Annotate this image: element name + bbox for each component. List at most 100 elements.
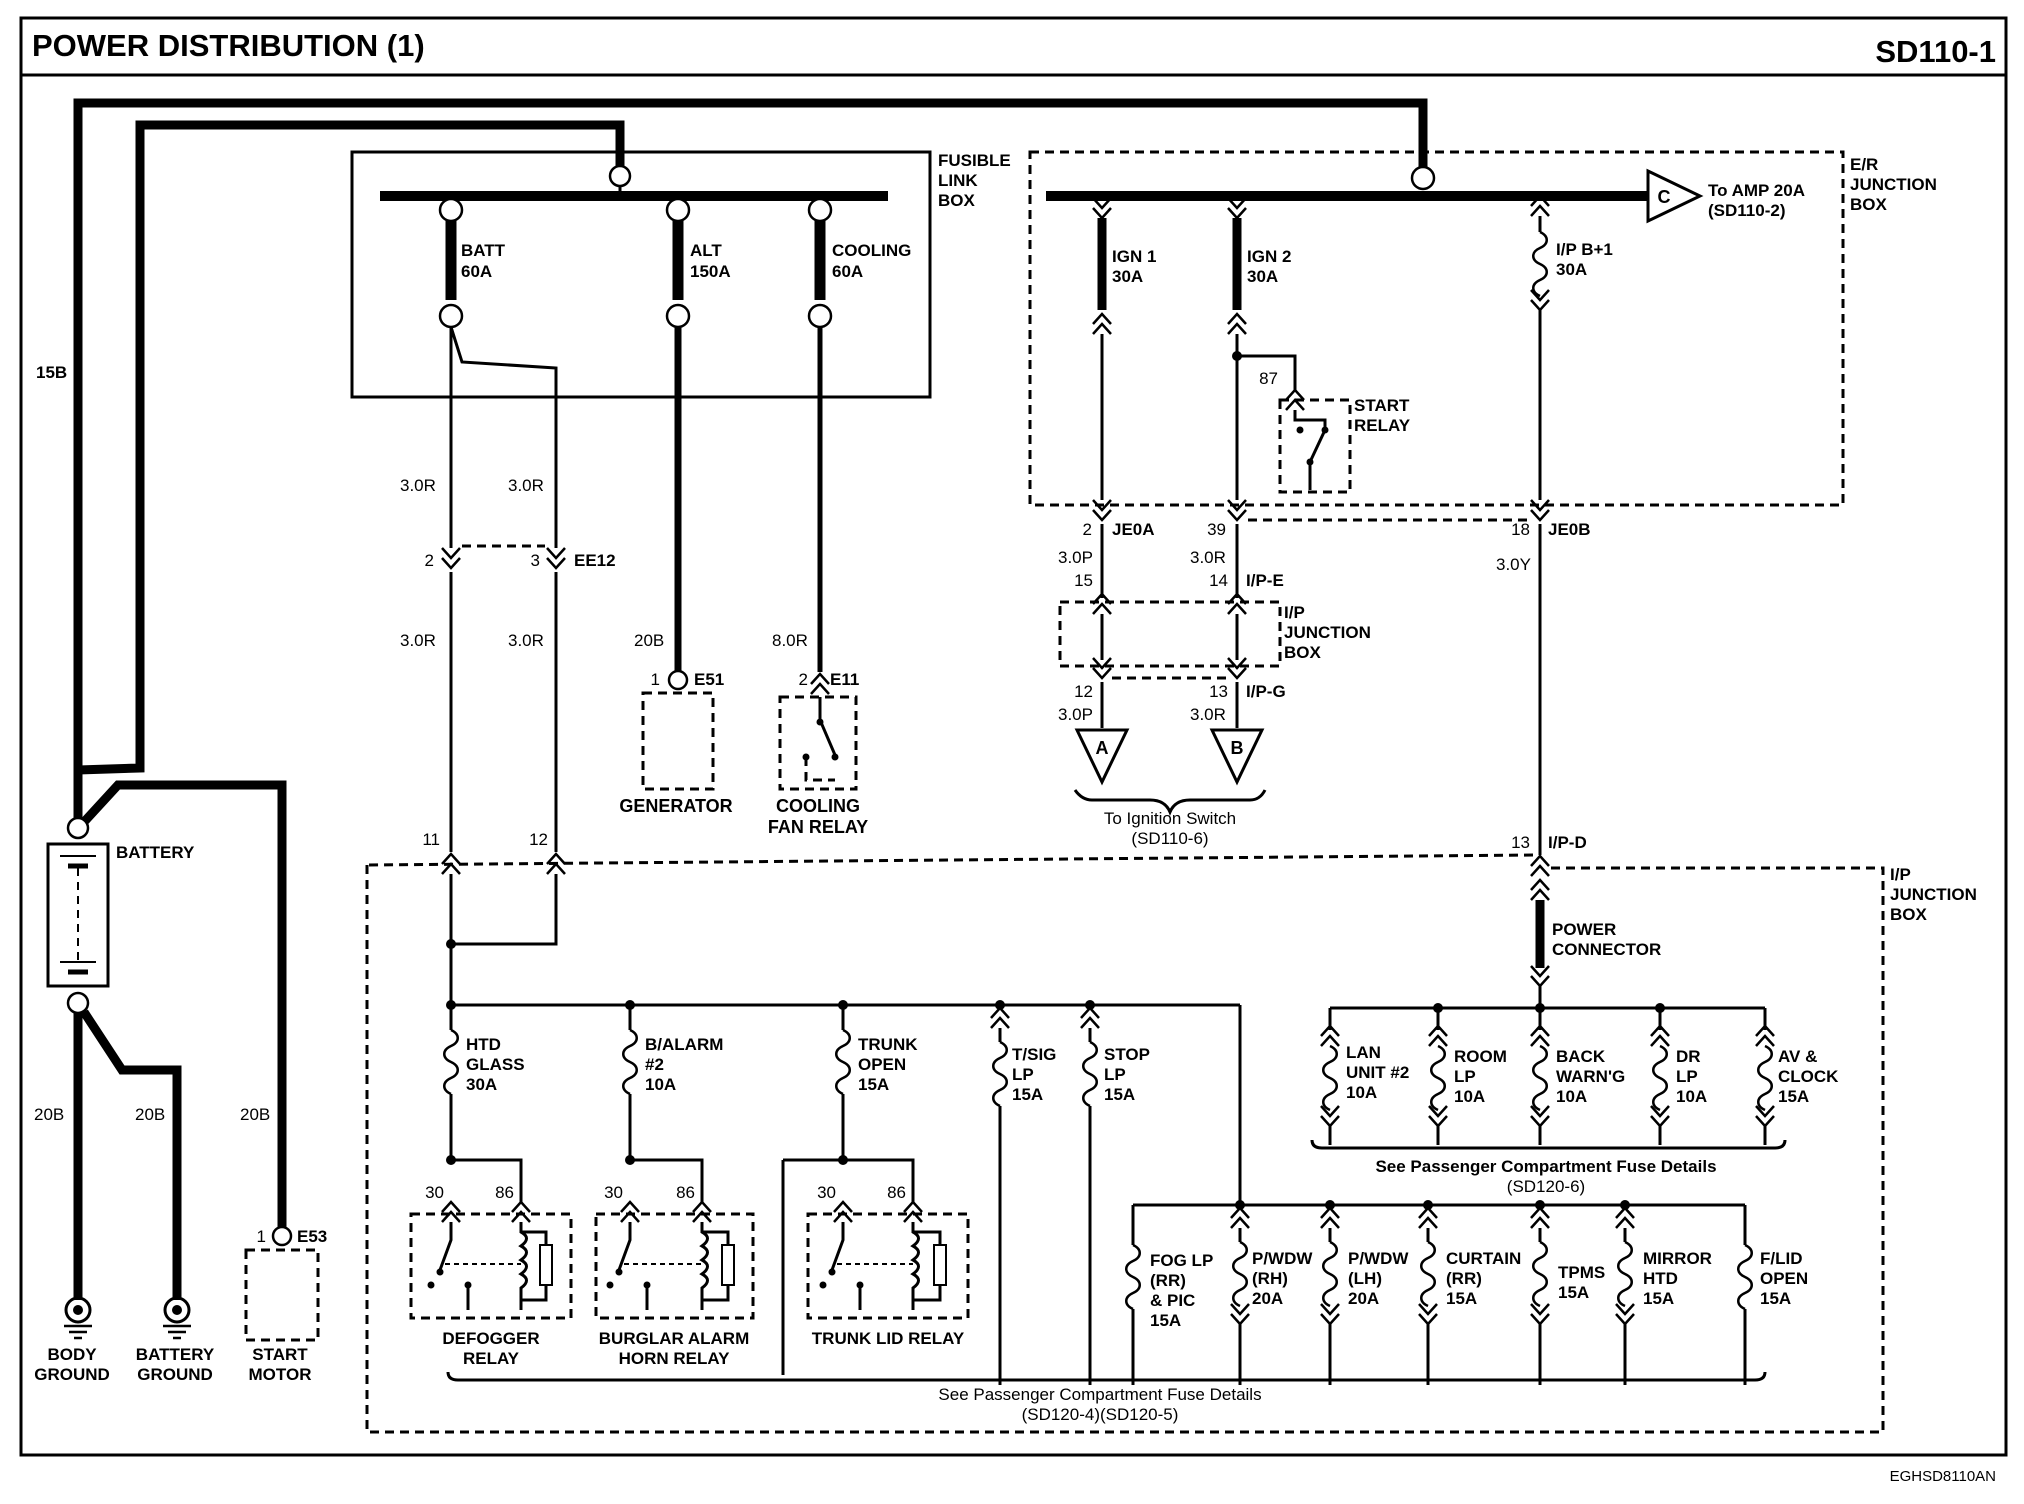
svg-text:1: 1 bbox=[651, 670, 660, 689]
svg-text:(SD120-6): (SD120-6) bbox=[1507, 1177, 1585, 1196]
svg-text:TRUNK: TRUNK bbox=[858, 1035, 918, 1054]
svg-text:2: 2 bbox=[799, 670, 808, 689]
svg-text:150A: 150A bbox=[690, 262, 731, 281]
svg-text:OPEN: OPEN bbox=[1760, 1269, 1808, 1288]
svg-text:CURTAIN: CURTAIN bbox=[1446, 1249, 1521, 1268]
svg-text:(SD110-6): (SD110-6) bbox=[1131, 829, 1208, 848]
svg-text:GROUND: GROUND bbox=[137, 1365, 213, 1384]
ip-fuse-av-clock: AV & CLOCK 15A bbox=[1754, 1024, 1839, 1145]
svg-text:3: 3 bbox=[531, 551, 540, 570]
svg-text:3.0Y: 3.0Y bbox=[1496, 555, 1531, 574]
svg-text:12: 12 bbox=[1074, 682, 1093, 701]
svg-text:ROOM: ROOM bbox=[1454, 1047, 1507, 1066]
svg-text:87: 87 bbox=[1259, 369, 1278, 388]
svg-text:10A: 10A bbox=[1454, 1087, 1485, 1106]
svg-text:WARN'G: WARN'G bbox=[1556, 1067, 1625, 1086]
svg-text:I/P B+1: I/P B+1 bbox=[1556, 240, 1613, 259]
svg-text:COOLING: COOLING bbox=[832, 241, 911, 260]
ip-fuse-curtain-rr: CURTAIN (RR) 15A bbox=[1417, 1206, 1521, 1385]
connector-je0b: JE0B bbox=[1548, 520, 1591, 539]
svg-text:MOTOR: MOTOR bbox=[249, 1365, 312, 1384]
ip-fuse-room-lp: ROOM LP 10A bbox=[1427, 1008, 1507, 1145]
connector-e51: E51 bbox=[694, 670, 724, 689]
svg-text:60A: 60A bbox=[832, 262, 863, 281]
svg-text:BOX: BOX bbox=[1850, 195, 1888, 214]
svg-text:60A: 60A bbox=[461, 262, 492, 281]
svg-text:BOX: BOX bbox=[1284, 643, 1322, 662]
body-ground: BODY GROUND bbox=[34, 1296, 110, 1384]
start-motor: 1 E53 START MOTOR bbox=[244, 1225, 327, 1384]
battery-ground: BATTERY GROUND bbox=[136, 1296, 215, 1384]
svg-text:14: 14 bbox=[1209, 571, 1228, 590]
svg-text:(SD110-2): (SD110-2) bbox=[1708, 201, 1785, 220]
svg-text:BACK: BACK bbox=[1556, 1047, 1606, 1066]
svg-text:#2: #2 bbox=[645, 1055, 664, 1074]
fuse-ip-b1: I/P B+1 30A bbox=[1529, 194, 1613, 500]
svg-text:HTD: HTD bbox=[1643, 1269, 1678, 1288]
svg-text:30A: 30A bbox=[466, 1075, 497, 1094]
ip-fuse-t-sig-lp: T/SIG LP 15A bbox=[989, 1000, 1056, 1385]
svg-text:B: B bbox=[1231, 738, 1244, 758]
svg-text:To AMP 20A: To AMP 20A bbox=[1708, 181, 1805, 200]
svg-text:20B: 20B bbox=[634, 631, 664, 650]
svg-text:30A: 30A bbox=[1112, 267, 1143, 286]
ip-fuse-trunk-open: TRUNK OPEN 15A bbox=[835, 1000, 918, 1160]
svg-text:LAN: LAN bbox=[1346, 1043, 1381, 1062]
connector-ip-g: I/P-G bbox=[1246, 682, 1286, 701]
battery-feed-wires: 15B bbox=[36, 98, 1428, 1300]
ip-fuse-fog-lp: FOG LP (RR) & PIC 15A bbox=[1125, 1205, 1213, 1385]
ip-fuse-mirror-htd: MIRROR HTD 15A bbox=[1614, 1206, 1712, 1385]
svg-text:I/P: I/P bbox=[1284, 603, 1305, 622]
svg-text:10A: 10A bbox=[1676, 1087, 1707, 1106]
svg-text:15A: 15A bbox=[1643, 1289, 1674, 1308]
svg-text:86: 86 bbox=[495, 1183, 514, 1202]
svg-text:(LH): (LH) bbox=[1348, 1269, 1382, 1288]
connector-ee12: EE12 bbox=[574, 551, 616, 570]
svg-text:BOX: BOX bbox=[938, 191, 976, 210]
svg-text:3.0R: 3.0R bbox=[400, 476, 436, 495]
battery: BATTERY bbox=[46, 816, 195, 1015]
svg-text:13: 13 bbox=[1209, 682, 1228, 701]
ip-junction-box-mid: I/P JUNCTION BOX 12 13 I/P-G 3.0P 3.0R A… bbox=[1058, 600, 1371, 848]
ip-fuse-lan-unit: LAN UNIT #2 10A bbox=[1319, 1024, 1409, 1145]
svg-text:AV &: AV & bbox=[1778, 1047, 1817, 1066]
svg-text:2: 2 bbox=[1083, 520, 1092, 539]
svg-text:F/LID: F/LID bbox=[1760, 1249, 1803, 1268]
fuse-ign2: IGN 2 30A bbox=[1226, 196, 1297, 500]
defogger-relay: 30 86 DEFOGGER RELAY bbox=[409, 1155, 573, 1368]
svg-text:HORN RELAY: HORN RELAY bbox=[619, 1349, 730, 1368]
svg-text:20A: 20A bbox=[1252, 1289, 1283, 1308]
svg-text:15A: 15A bbox=[1558, 1283, 1589, 1302]
svg-text:& PIC: & PIC bbox=[1150, 1291, 1195, 1310]
svg-text:START: START bbox=[1354, 396, 1410, 415]
svg-text:10A: 10A bbox=[1346, 1083, 1377, 1102]
svg-text:20B: 20B bbox=[135, 1105, 165, 1124]
svg-text:RELAY: RELAY bbox=[463, 1349, 520, 1368]
svg-text:20B: 20B bbox=[240, 1105, 270, 1124]
connector-ip-d: I/P-D bbox=[1548, 833, 1587, 852]
svg-text:30: 30 bbox=[817, 1183, 836, 1202]
svg-text:LP: LP bbox=[1104, 1065, 1126, 1084]
svg-text:JUNCTION: JUNCTION bbox=[1890, 885, 1977, 904]
svg-text:30: 30 bbox=[425, 1183, 444, 1202]
svg-text:15A: 15A bbox=[1104, 1085, 1135, 1104]
svg-text:(RR): (RR) bbox=[1150, 1271, 1186, 1290]
ip-fuses-bottom-row: FOG LP (RR) & PIC 15A P/WDW (RH) 20A P/W… bbox=[446, 1200, 1808, 1424]
svg-text:JUNCTION: JUNCTION bbox=[1850, 175, 1937, 194]
fusible-link-box: FUSIBLE LINK BOX BATT 60A ALT 150A COOLI… bbox=[350, 150, 1011, 399]
header: POWER DISTRIBUTION (1) SD110-1 bbox=[19, 16, 2008, 77]
svg-text:15A: 15A bbox=[1446, 1289, 1477, 1308]
svg-text:LINK: LINK bbox=[938, 171, 978, 190]
svg-text:P/WDW: P/WDW bbox=[1348, 1249, 1409, 1268]
svg-text:HTD: HTD bbox=[466, 1035, 501, 1054]
ip-fuse-tpms: TPMS 15A bbox=[1529, 1206, 1605, 1385]
svg-text:3.0R: 3.0R bbox=[1190, 548, 1226, 567]
svg-text:IGN 1: IGN 1 bbox=[1112, 247, 1156, 266]
svg-text:DEFOGGER: DEFOGGER bbox=[442, 1329, 539, 1348]
svg-text:BURGLAR ALARM: BURGLAR ALARM bbox=[599, 1329, 749, 1348]
svg-text:BATTERY: BATTERY bbox=[136, 1345, 215, 1364]
svg-text:15A: 15A bbox=[1012, 1085, 1043, 1104]
svg-text:10A: 10A bbox=[1556, 1087, 1587, 1106]
page-title: POWER DISTRIBUTION (1) bbox=[32, 28, 425, 63]
